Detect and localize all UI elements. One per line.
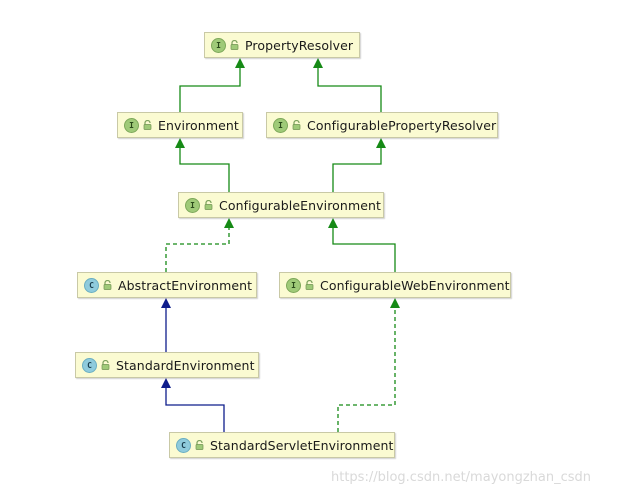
arrowhead [161,378,171,388]
node-configurable-environment[interactable]: I ConfigurableEnvironment [178,192,384,218]
class-icon: C [82,357,97,373]
node-configurable-property-resolver[interactable]: I ConfigurablePropertyResolver [266,112,498,138]
node-standard-environment[interactable]: C StandardEnvironment [75,352,259,378]
class-icon: C [176,437,191,453]
node-environment[interactable]: I Environment [117,112,243,138]
node-property-resolver[interactable]: I PropertyResolver [204,32,360,58]
edge-line [317,67,382,112]
interface-icon: I [211,37,226,53]
edge-configurable-environment-to-environment [175,138,230,192]
lock-icon [230,40,239,50]
edge-standard-servlet-environment-to-configurable-web-environment [337,298,400,432]
node-label: PropertyResolver [245,37,354,53]
arrowhead [328,218,338,228]
node-label: StandardEnvironment [116,357,255,373]
edge-configurable-environment-to-configurable-property-resolver [332,138,386,192]
node-abstract-environment[interactable]: C AbstractEnvironment [77,272,257,298]
arrowhead [224,218,234,228]
edge-line [179,147,230,192]
node-label: ConfigurableWebEnvironment [320,277,510,293]
node-standard-servlet-environment[interactable]: C StandardServletEnvironment [169,432,395,458]
watermark: https://blog.csdn.net/mayongzhan_csdn [331,470,592,485]
lock-icon [143,120,152,130]
edge-line [332,227,396,272]
edge-configurable-property-resolver-to-property-resolver [313,58,382,112]
arrowhead [175,138,185,148]
node-label: AbstractEnvironment [118,277,253,293]
edge-abstract-environment-to-configurable-environment [165,218,234,272]
edge-line [332,147,382,192]
edge-line [179,67,241,112]
node-configurable-web-environment[interactable]: I ConfigurableWebEnvironment [279,272,511,298]
edge-line [337,307,396,432]
interface-icon: I [286,277,301,293]
lock-icon [204,200,213,210]
arrowhead [390,298,400,308]
edge-line [165,387,225,432]
lock-icon [103,280,112,290]
arrowhead [235,58,245,68]
lock-icon [101,360,110,370]
class-icon: C [84,277,99,293]
edge-standard-environment-to-abstract-environment [161,298,171,352]
node-label: StandardServletEnvironment [210,437,394,453]
node-label: ConfigurablePropertyResolver [307,117,497,133]
interface-icon: I [273,117,288,133]
arrowhead [376,138,386,148]
edge-configurable-web-environment-to-configurable-environment [328,218,396,272]
node-label: Environment [158,117,239,133]
edge-standard-servlet-environment-to-standard-environment [161,378,225,432]
node-label: ConfigurableEnvironment [219,197,382,213]
lock-icon [292,120,301,130]
lock-icon [195,440,204,450]
interface-icon: I [185,197,200,213]
lock-icon [305,280,314,290]
edge-environment-to-property-resolver [179,58,245,112]
edge-line [165,227,230,272]
interface-icon: I [124,117,139,133]
arrowhead [313,58,323,68]
arrowhead [161,298,171,308]
